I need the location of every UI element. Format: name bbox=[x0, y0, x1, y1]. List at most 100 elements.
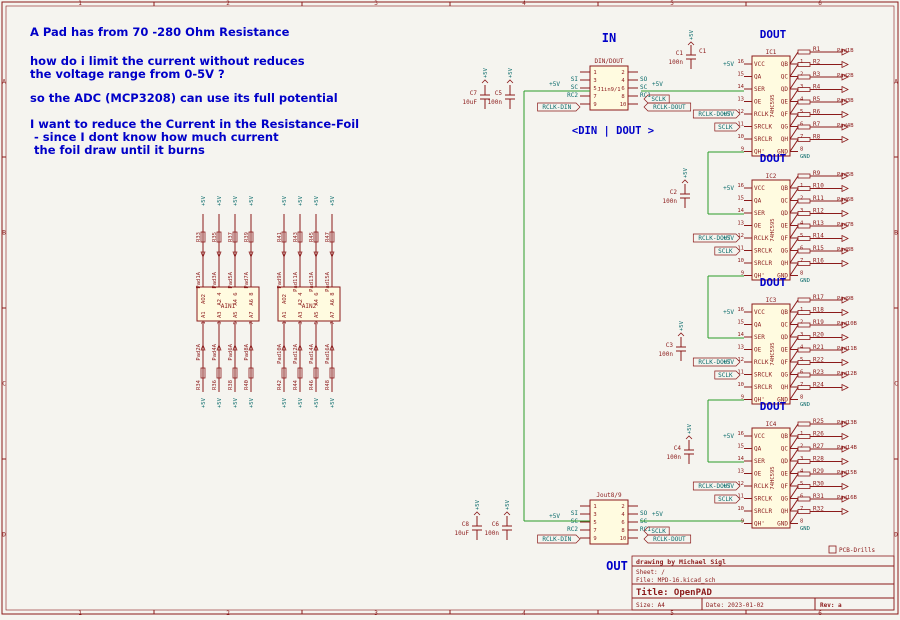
cap-plus5v-label: +5V bbox=[679, 320, 685, 331]
ain1-top-plus5v: +5V bbox=[233, 195, 239, 206]
sr-ic4-pin-num-left: 14 bbox=[737, 456, 744, 462]
ain2-pin-top: AO2 bbox=[282, 294, 288, 304]
ain1-bot-res-ref: R40 bbox=[244, 380, 250, 390]
sr-ic4-pin-name-right: QF bbox=[781, 483, 789, 490]
cap-c1-ref: C1 bbox=[676, 50, 684, 57]
sr-ic1-pin-num-left: 14 bbox=[737, 84, 744, 90]
sr-ic1-resistor bbox=[797, 49, 811, 55]
ain2-pin-bot: 3 A3 bbox=[298, 311, 304, 324]
sr-ic1-res-lead bbox=[789, 51, 799, 65]
sr-ic4-pad-symbol bbox=[841, 420, 849, 428]
ain2-top-res-ref: R41 bbox=[277, 232, 283, 242]
sr-ic4-pad-symbol bbox=[841, 482, 849, 491]
ain1-top-pad bbox=[232, 251, 238, 258]
sr-ic2-pin-name-right: QE bbox=[781, 223, 789, 230]
cap-c5-ref: C5 bbox=[495, 90, 503, 97]
border-col-label: 3 bbox=[374, 610, 378, 616]
ain1-bot-pad bbox=[232, 344, 238, 351]
ain1-top-pad bbox=[200, 251, 206, 258]
sr-ic3-part: 74HC595 bbox=[770, 342, 776, 365]
sr-ic3-pad-symbol bbox=[841, 383, 849, 392]
sr-ic4-pin-name-left: RCLK bbox=[754, 483, 769, 490]
ain1-bot-pad bbox=[248, 344, 254, 351]
sr-ic1-pin-name-right: QB bbox=[781, 61, 789, 68]
sr-ic4-res-lead bbox=[789, 511, 799, 524]
sr-ic4-pin-name-right: QC bbox=[781, 446, 789, 453]
ain2-top-pad-label: Pad13A bbox=[309, 271, 315, 292]
sr-ic2-pad-symbol bbox=[841, 184, 849, 193]
sr-ic1-pin-num-left: 13 bbox=[737, 97, 744, 103]
border-row-label: B bbox=[894, 230, 898, 237]
sr-ic2-res-lead bbox=[789, 213, 799, 226]
sr-ic2-rclk-flag: RCLK-DOUT bbox=[698, 235, 731, 242]
sr-ic2-pin-name-left: SRCLR bbox=[754, 260, 772, 267]
sr-ic2-pin-name-left: QH' bbox=[754, 273, 765, 280]
sr-ic2-pin-name-left: SRCLK bbox=[754, 248, 772, 255]
sr-ic4-pad-label: Pad13B bbox=[837, 420, 858, 426]
sr-ic3-vcc-label: +5V bbox=[723, 309, 734, 316]
sr-ic4-pin-num-right: 3 bbox=[800, 456, 803, 462]
cap-c7-value: 10uF bbox=[463, 99, 478, 106]
ain2-top-pad bbox=[281, 251, 287, 258]
j1-pin-num: 7 bbox=[593, 94, 596, 100]
sr-ic2-res-ref: R10 bbox=[813, 183, 824, 190]
ain2-top-resistor bbox=[297, 231, 303, 243]
cap-power-flag bbox=[687, 41, 695, 46]
sr-ic3-pin-name-left: SER bbox=[754, 334, 765, 341]
sr-ic4-pin-num-right: 2 bbox=[800, 444, 803, 450]
sr-ic1-pin-num-left: 10 bbox=[737, 134, 744, 140]
sr-ic3-sclk-flag-shape bbox=[714, 370, 741, 380]
ain1-top-resistor bbox=[232, 231, 238, 243]
sr-ic1-title: DOUT bbox=[760, 28, 787, 41]
note-line-6: - since I dont know how much current bbox=[30, 130, 279, 144]
ain1-bot-res-ref: R36 bbox=[212, 380, 218, 390]
sr-ic1-res-lead bbox=[789, 114, 799, 127]
sr-ic2-pin-num-right: 2 bbox=[800, 196, 803, 202]
ain1-bot-plus5v: +5V bbox=[233, 397, 239, 408]
ain2-bot-pad bbox=[297, 344, 303, 351]
sr-ic3-res-lead bbox=[789, 349, 799, 363]
sr-ic1-res-ref: R4 bbox=[813, 84, 821, 91]
sr-ic2-pin-num-left: 11 bbox=[737, 246, 744, 252]
ain1-top-resistor bbox=[248, 231, 254, 243]
j2-plus5v-right: +5V bbox=[652, 511, 663, 518]
ain1-top-pad-label: Pad1A bbox=[196, 271, 202, 288]
sr-ic2-sclk-flag: SCLK bbox=[718, 248, 733, 255]
sr-ic1-rclk-flag: RCLK-DOUT bbox=[698, 111, 731, 118]
sr-ic2-pad-symbol bbox=[841, 197, 849, 205]
sr-ic2-pin-num-right: 8 bbox=[800, 271, 803, 277]
sr-ic4-title: DOUT bbox=[760, 400, 787, 413]
ain1-top-pad bbox=[248, 251, 254, 258]
sr-ic4-res-ref: R30 bbox=[813, 481, 824, 488]
ain1-bot-pad bbox=[200, 344, 206, 351]
sr-ic2-pin-num-right: 1 bbox=[800, 183, 803, 189]
sr-ic1-pad-symbol bbox=[841, 85, 849, 94]
border-col-label: 2 bbox=[226, 610, 230, 616]
sr-ic4-pad-label: Pad16B bbox=[837, 495, 858, 501]
border-col-label: 1 bbox=[78, 610, 82, 616]
cap-c1-ref-r: C1 bbox=[699, 48, 707, 55]
ain2-top-plus5v: +5V bbox=[298, 195, 304, 206]
sr-ic3-res-ref: R24 bbox=[813, 382, 824, 389]
sr-ic4-res-lead bbox=[789, 436, 799, 449]
ain2-bot-plus5v: +5V bbox=[298, 397, 304, 408]
ain1-top-pad-label: Pad7A bbox=[244, 271, 250, 288]
ain2-bot-pad-label: Pad10A bbox=[277, 343, 283, 364]
sr-ic2-pad-label: Pad5B bbox=[837, 172, 854, 178]
sr-ic1-pin-name-right: QC bbox=[781, 74, 789, 81]
ain2-bot-res-ref: R42 bbox=[277, 380, 283, 390]
sr-ic2-pin-num-left: 12 bbox=[737, 233, 744, 239]
sr-ic1-vcc-label: +5V bbox=[723, 61, 734, 68]
ain1-top-resistor bbox=[216, 231, 222, 243]
ain2-bot-res-ref: R46 bbox=[309, 380, 315, 390]
ain1-top-plus5v: +5V bbox=[249, 195, 255, 206]
sr-ic2-body bbox=[751, 179, 791, 281]
sr-ic1-pin-name-left: SRCLK bbox=[754, 124, 772, 131]
sr-ic4-pin-num-left: 16 bbox=[737, 431, 744, 437]
j1-left-signal: SC bbox=[571, 84, 579, 91]
sr-ic1-pin-name-right: QH bbox=[781, 136, 789, 143]
sr-ic3-pad-symbol bbox=[841, 321, 849, 329]
j1-rclk-din-flag-shape bbox=[537, 102, 581, 112]
sr-ic2-res-ref: R12 bbox=[813, 208, 824, 215]
